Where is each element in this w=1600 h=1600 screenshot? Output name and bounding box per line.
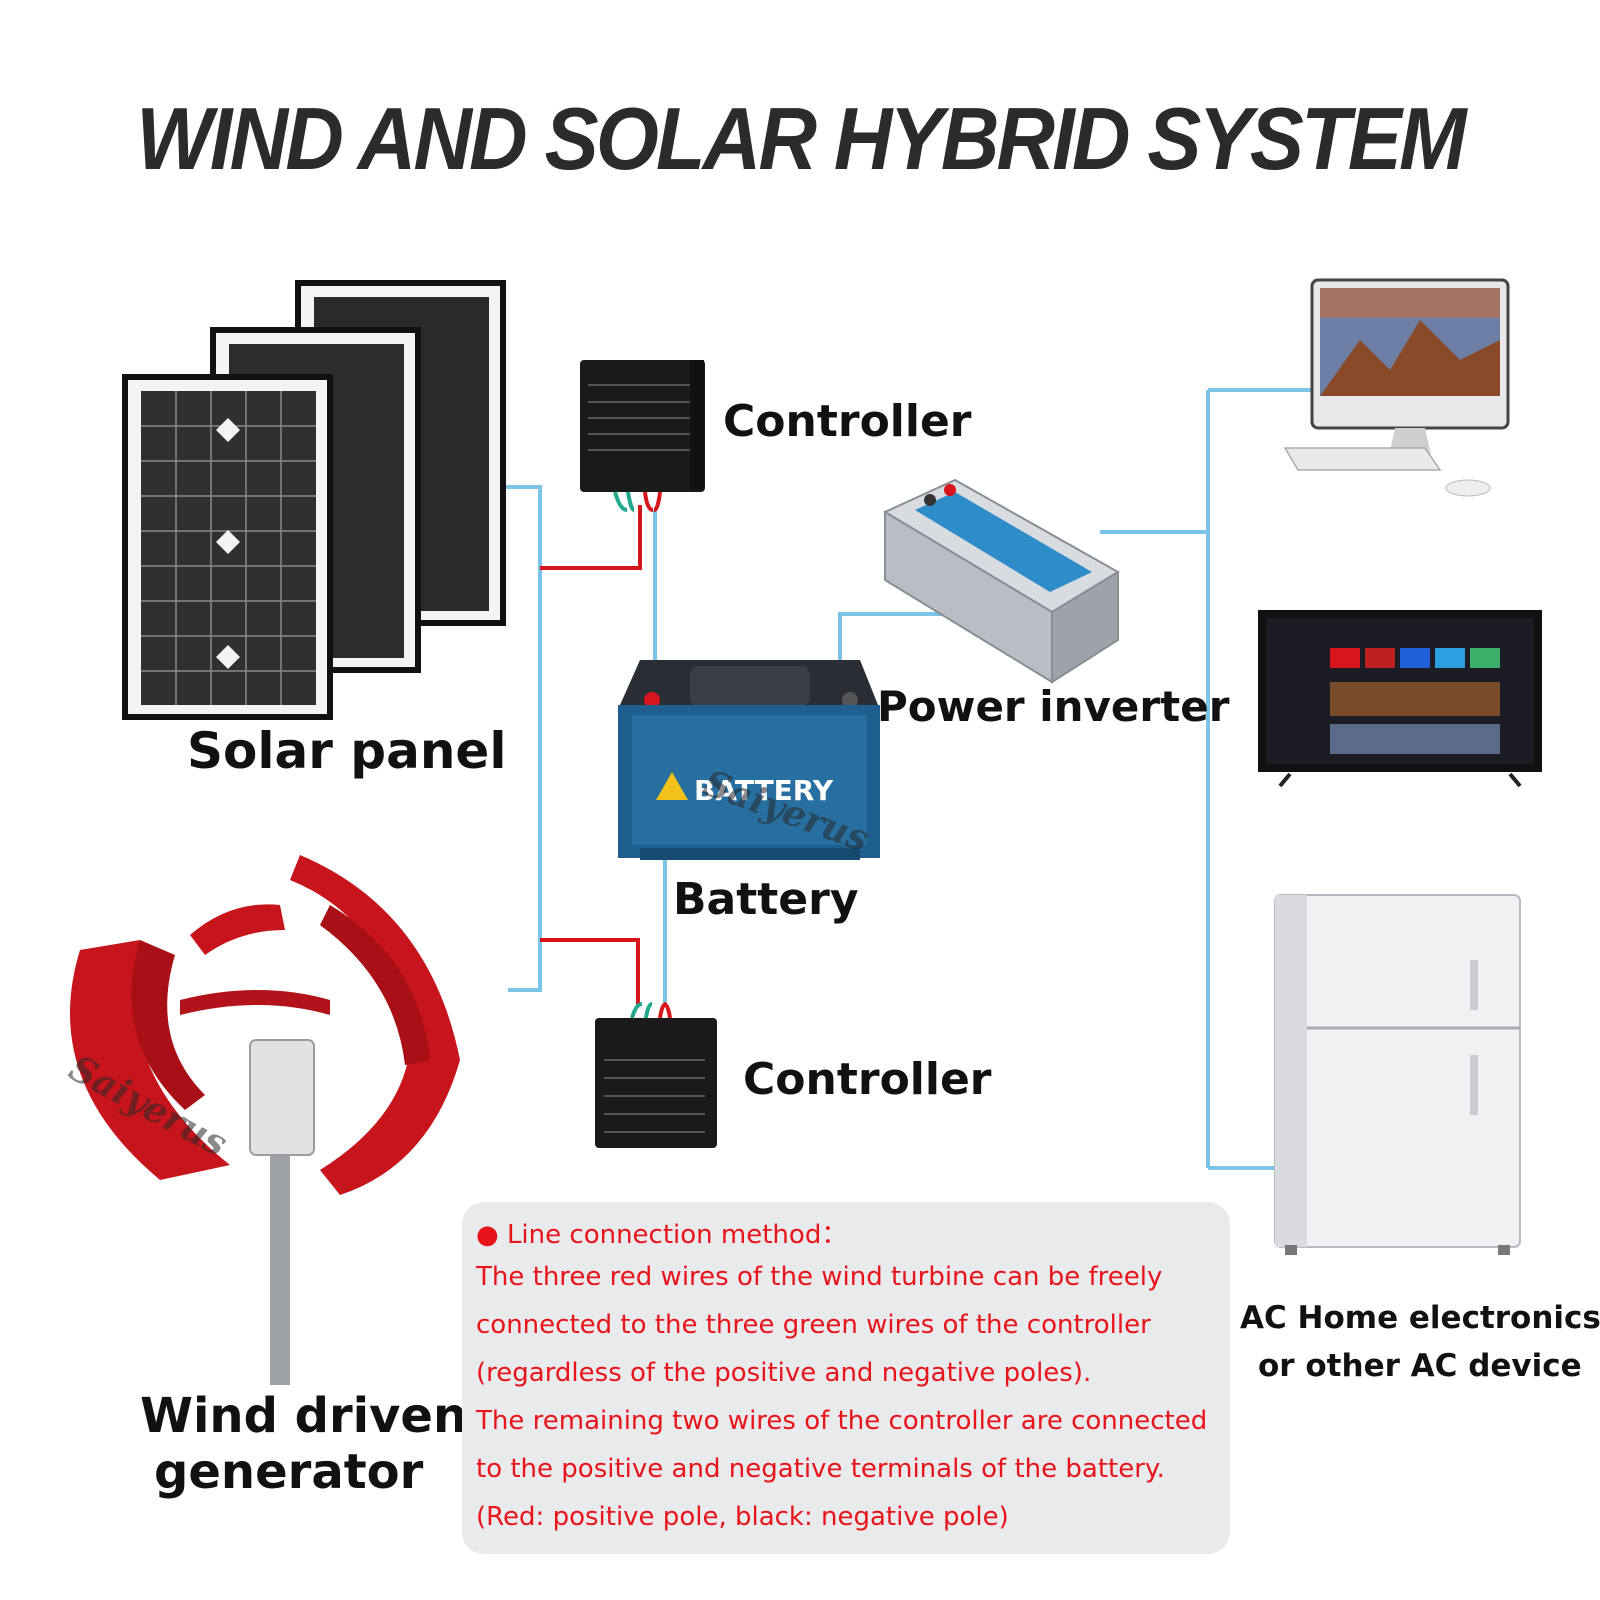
label-controller-top: Controller: [723, 396, 972, 447]
computer-illustration: [1283, 278, 1510, 497]
wire-red-bottom: [540, 938, 640, 1005]
page-title: WIND AND SOLAR HYBRID SYSTEM: [136, 89, 1466, 188]
label-power-inverter: Power inverter: [877, 682, 1230, 731]
note-line: (Red: positive pole, black: negative pol…: [476, 1502, 1009, 1532]
controller-top-illustration: [580, 360, 705, 512]
note-line: (regardless of the positive and negative…: [476, 1358, 1092, 1388]
wires: [500, 388, 1320, 1170]
label-controller-bottom: Controller: [743, 1054, 992, 1105]
controller-bottom-illustration: [595, 1002, 717, 1148]
solar-panel-illustration: [122, 280, 506, 720]
wire-red-top: [540, 505, 642, 570]
battery-face-text: BATTERY: [694, 774, 834, 807]
battery-illustration: BATTERY: [618, 660, 880, 860]
note-line: connected to the three green wires of th…: [476, 1310, 1151, 1340]
wire-ac-bus: [1100, 388, 1320, 1170]
wire-solar-controller: [500, 485, 542, 992]
wire-battery-inverter: [838, 612, 960, 660]
label-battery: Battery: [673, 874, 859, 925]
connection-note-box: [462, 1202, 1230, 1554]
wind-turbine-illustration: [70, 855, 460, 1385]
label-wind-generator-line1: Wind driven: [140, 1388, 468, 1444]
note-line: The three red wires of the wind turbine …: [476, 1262, 1163, 1292]
power-inverter-illustration: [882, 478, 1120, 684]
label-solar-panel: Solar panel: [187, 722, 507, 780]
label-ac-devices-line1: AC Home electronics: [1240, 1300, 1600, 1336]
label-ac-devices-line2: or other AC device: [1258, 1348, 1582, 1384]
label-wind-generator-line2: generator: [154, 1444, 424, 1500]
tv-illustration: [1258, 610, 1542, 788]
note-line: to the positive and negative terminals o…: [476, 1454, 1165, 1484]
refrigerator-illustration: [1274, 894, 1521, 1255]
note-heading: ● Line connection method：: [476, 1220, 848, 1250]
note-line: The remaining two wires of the controlle…: [476, 1406, 1208, 1436]
